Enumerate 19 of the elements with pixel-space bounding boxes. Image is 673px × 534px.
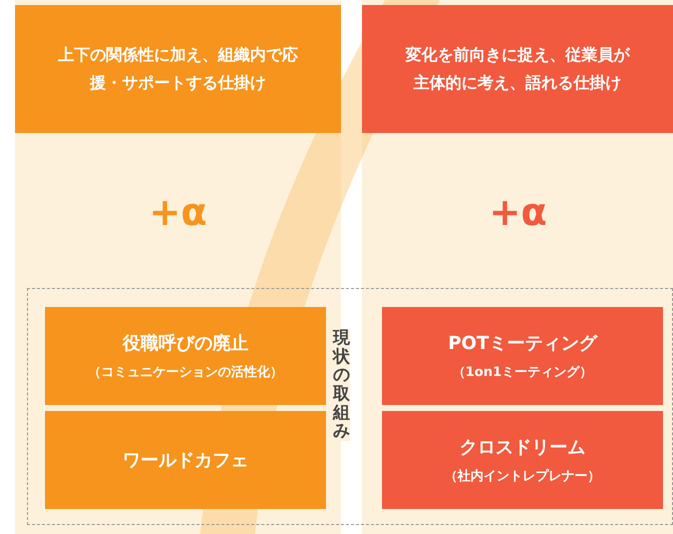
subtitle: （社内イントレプレナー） (444, 468, 600, 485)
plus-alpha-label: +α (148, 190, 208, 234)
initiative-title: POTミーティング (448, 332, 597, 355)
plus-alpha-label: +α (488, 190, 548, 234)
initiative-box (45, 411, 326, 509)
header-box (15, 5, 341, 133)
initiative-box (382, 307, 663, 405)
header-box (362, 5, 673, 133)
header-text: 上下の関係性に加え、組織内で応援・サポートする仕掛け (57, 44, 299, 94)
initiative-box (382, 411, 663, 509)
initiative-box (45, 307, 326, 405)
subtitle: （1on1ミーティング） (452, 364, 593, 381)
header-text: 変化を前向きに捉え、従業員が主体的に考え、語れる仕掛け (404, 44, 631, 94)
subtitle: （コミュニケーションの活性化） (88, 364, 283, 381)
initiative-title: ワールドカフェ (122, 449, 248, 472)
dashed-group-frame (27, 288, 673, 525)
vertical-heading: 現状の取組み (333, 329, 350, 442)
initiative-title: 役職呼びの廃止 (122, 332, 248, 355)
initiative-title: クロスドリーム (460, 436, 586, 459)
